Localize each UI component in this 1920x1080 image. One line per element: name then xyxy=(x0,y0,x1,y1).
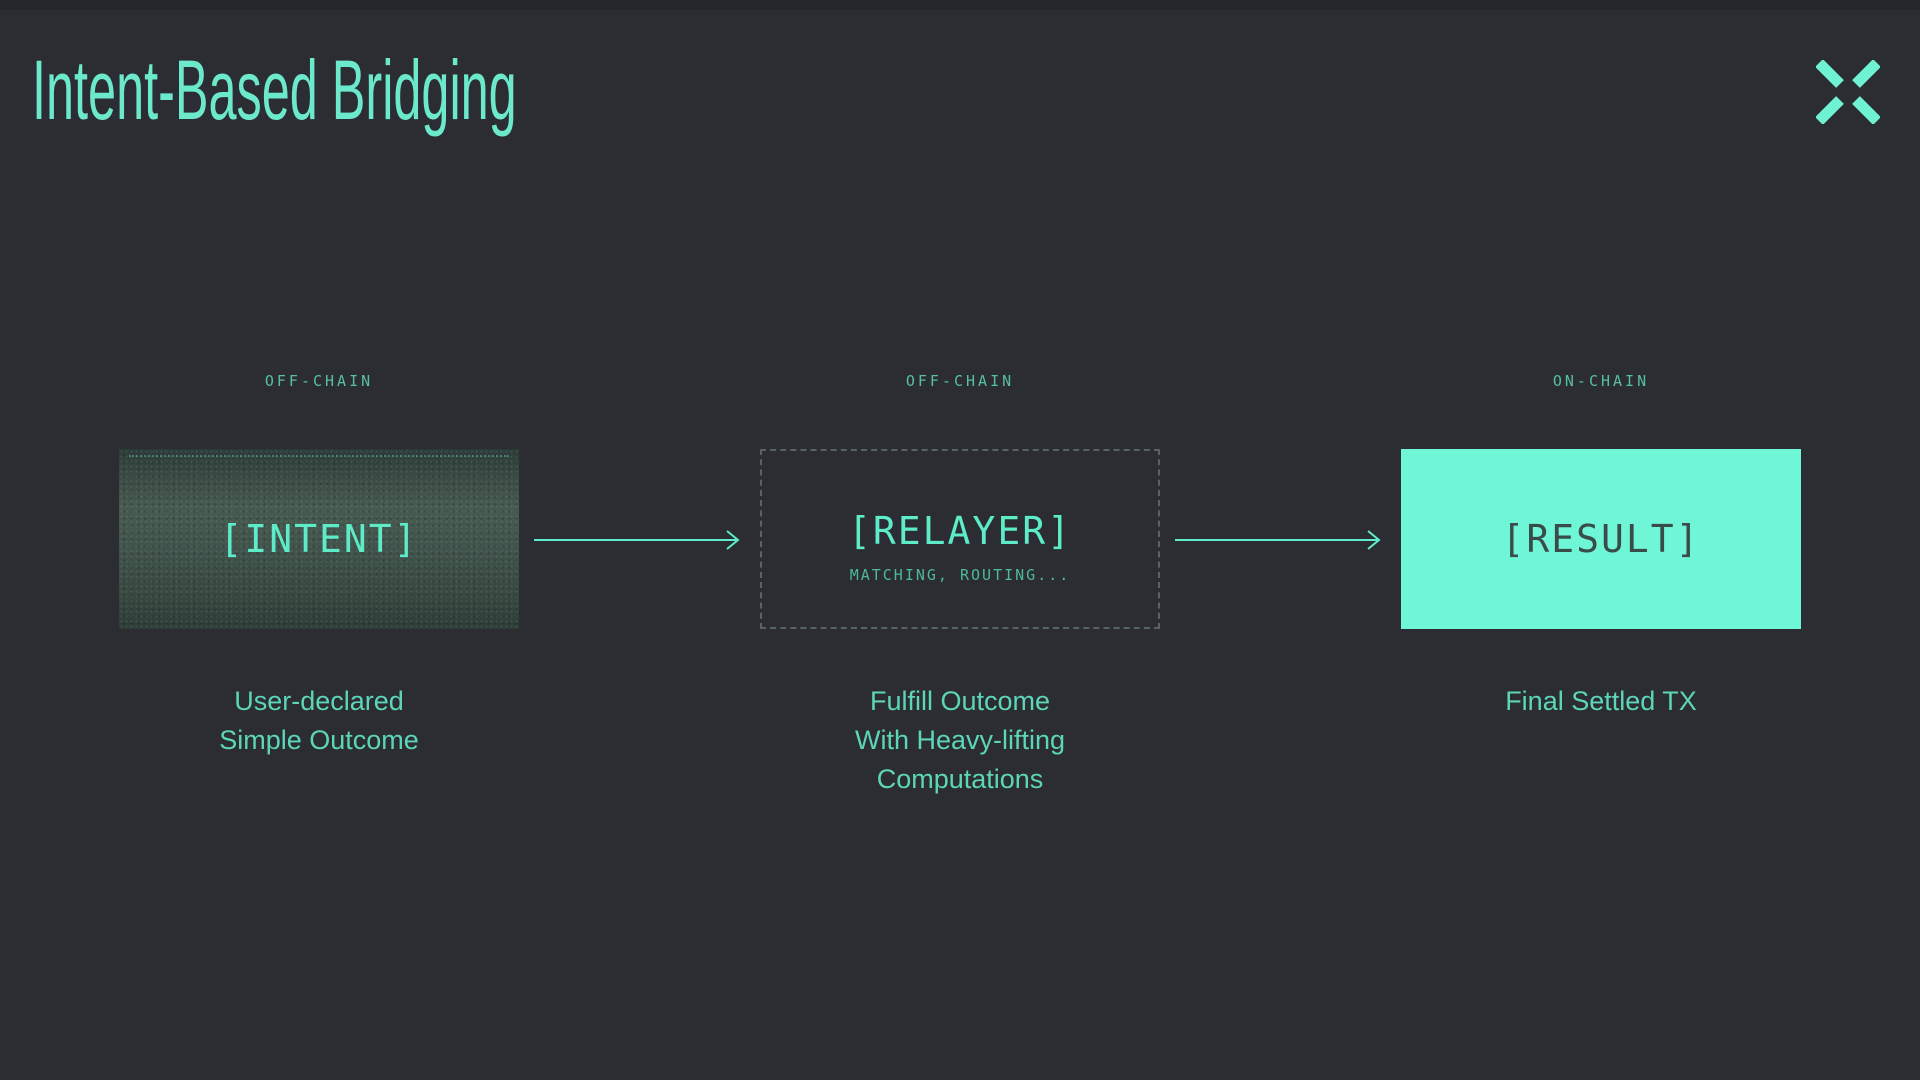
chain-label-intent: OFF-CHAIN xyxy=(264,372,374,390)
result-box: [RESULT] xyxy=(1401,449,1801,629)
intent-box-speckles xyxy=(129,455,509,457)
x-mark-icon xyxy=(1815,59,1881,125)
chain-label-relayer: OFF-CHAIN xyxy=(905,372,1015,390)
intent-box-label: [INTENT] xyxy=(219,517,419,561)
relayer-caption: Fulfill Outcome With Heavy-lifting Compu… xyxy=(760,682,1160,799)
result-box-label: [RESULT] xyxy=(1501,517,1701,561)
caption-line: Simple Outcome xyxy=(219,725,419,755)
intent-caption: User-declared Simple Outcome xyxy=(119,682,519,760)
relayer-box-sublabel: MATCHING, ROUTING... xyxy=(849,565,1071,584)
caption-line: Final Settled TX xyxy=(1505,686,1697,716)
caption-line: With Heavy-lifting xyxy=(854,725,1066,755)
page-title: Intent-Based Bridging xyxy=(32,48,840,132)
result-caption: Final Settled TX xyxy=(1401,682,1801,721)
intent-box: [INTENT] xyxy=(119,449,519,629)
caption-line: Fulfill Outcome xyxy=(869,686,1051,716)
relayer-box-label: [RELAYER] xyxy=(848,508,1072,553)
arrow-intent-to-relayer-icon xyxy=(534,528,746,552)
chain-label-result: ON-CHAIN xyxy=(1552,372,1650,390)
top-edge-bar xyxy=(0,0,1920,10)
caption-line: Computations xyxy=(876,764,1044,794)
arrow-relayer-to-result-icon xyxy=(1175,528,1387,552)
page-title-text: Intent-Based Bridging xyxy=(32,43,517,137)
caption-line: User-declared xyxy=(234,686,404,716)
relayer-box: [RELAYER] MATCHING, ROUTING... xyxy=(760,449,1160,629)
